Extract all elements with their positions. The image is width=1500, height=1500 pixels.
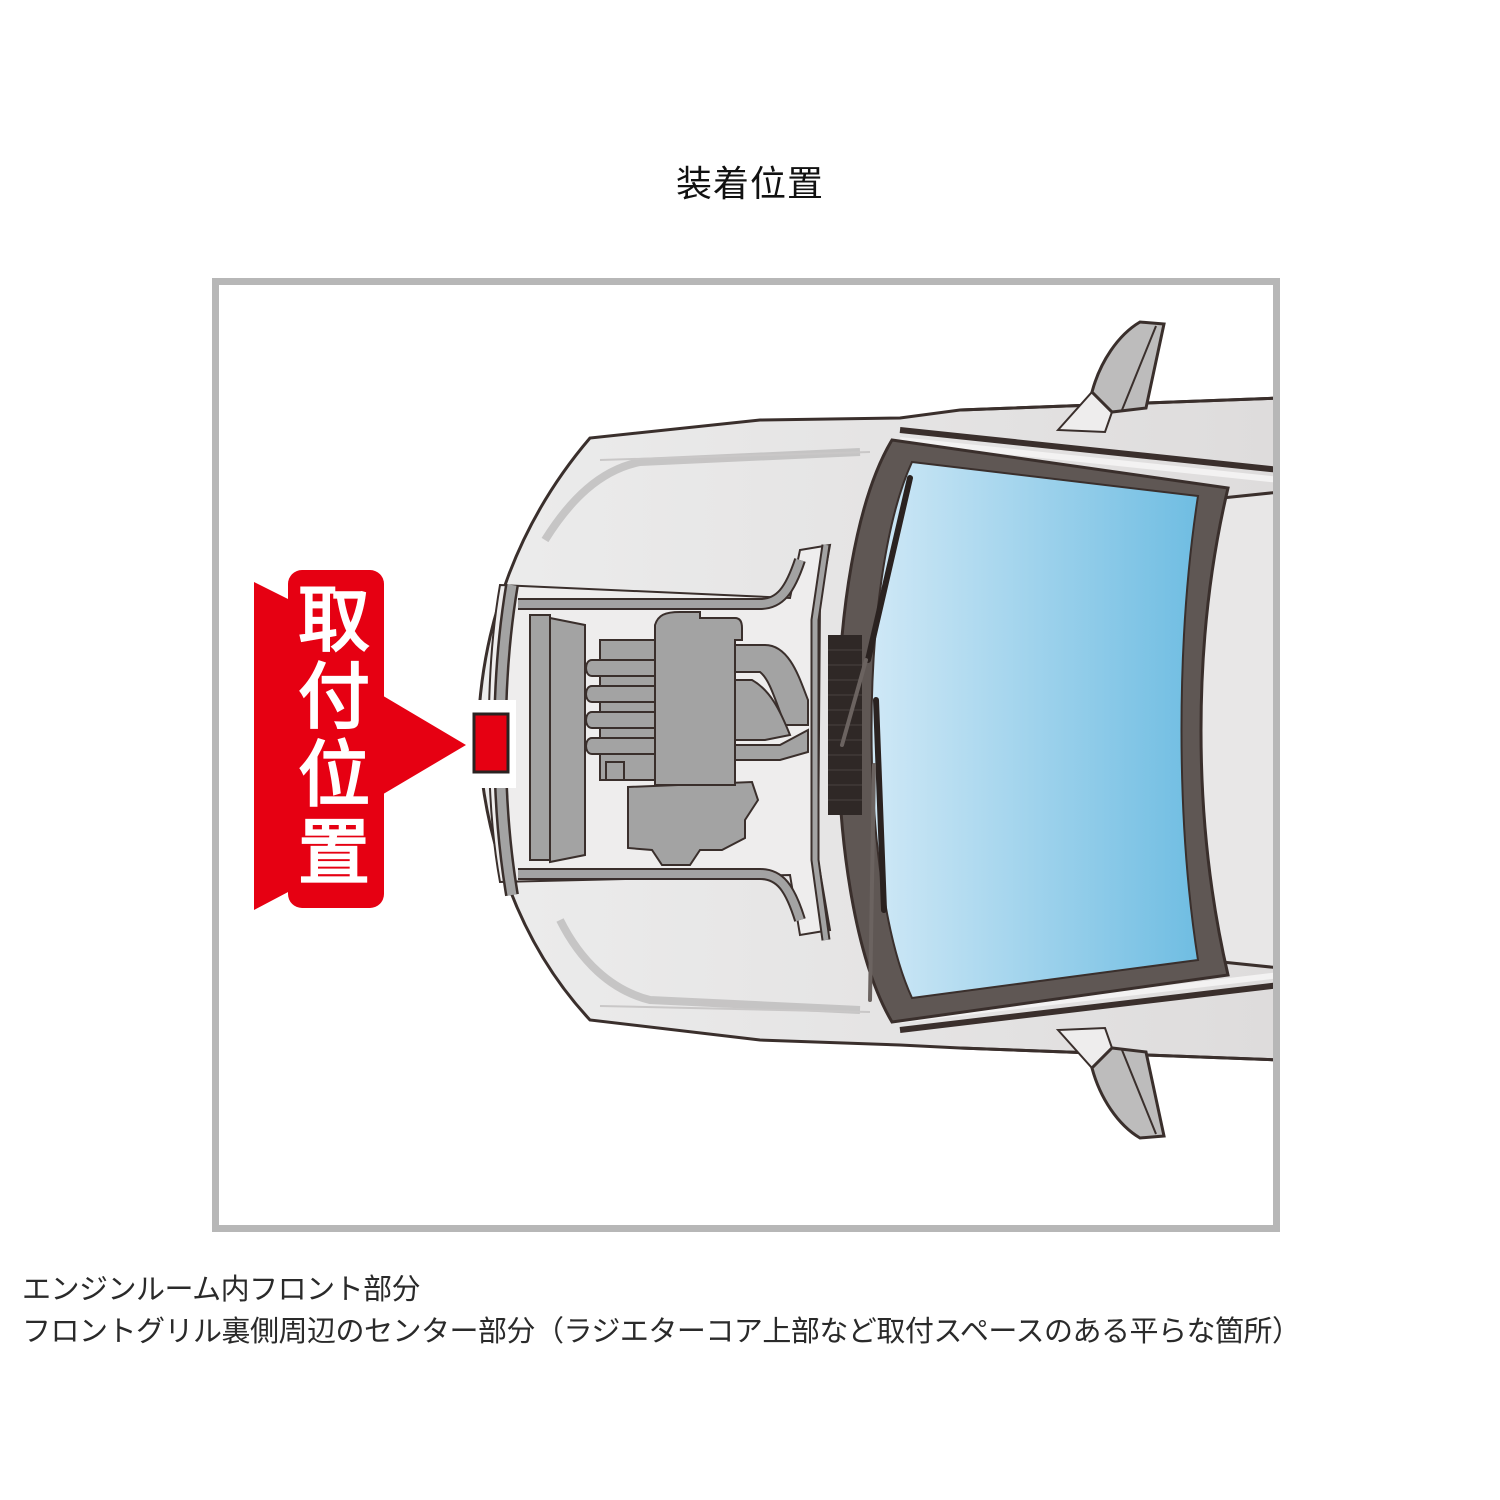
mounting-position-marker [466, 700, 516, 788]
wiper-upper [840, 475, 913, 747]
diagram-frame: 取 付 位 置 [212, 278, 1280, 1232]
windshield-glass [870, 460, 1200, 1000]
engine [585, 611, 809, 866]
wiper-lower [868, 697, 887, 1002]
side-mirror-top [1055, 320, 1166, 434]
side-mirror-bottom [1055, 1026, 1166, 1140]
caption: エンジンルーム内フロント部分 フロントグリル裏側周辺のセンター部分（ラジエターコ… [22, 1268, 1301, 1352]
mounting-callout: 取 付 位 置 [254, 570, 466, 910]
callout-char-1: 取 [298, 578, 370, 662]
callout-char-3: 位 [298, 733, 370, 817]
callout-char-4: 置 [298, 811, 370, 895]
caption-line-1: エンジンルーム内フロント部分 [22, 1272, 421, 1306]
page-title: 装着位置 [675, 164, 824, 205]
callout-char-2: 付 [298, 655, 370, 739]
car-diagram: 取 付 位 置 [254, 320, 1273, 1140]
caption-line-2: フロントグリル裏側周辺のセンター部分（ラジエターコア上部など取付スペースのある平… [22, 1314, 1301, 1348]
radiator [529, 614, 586, 864]
